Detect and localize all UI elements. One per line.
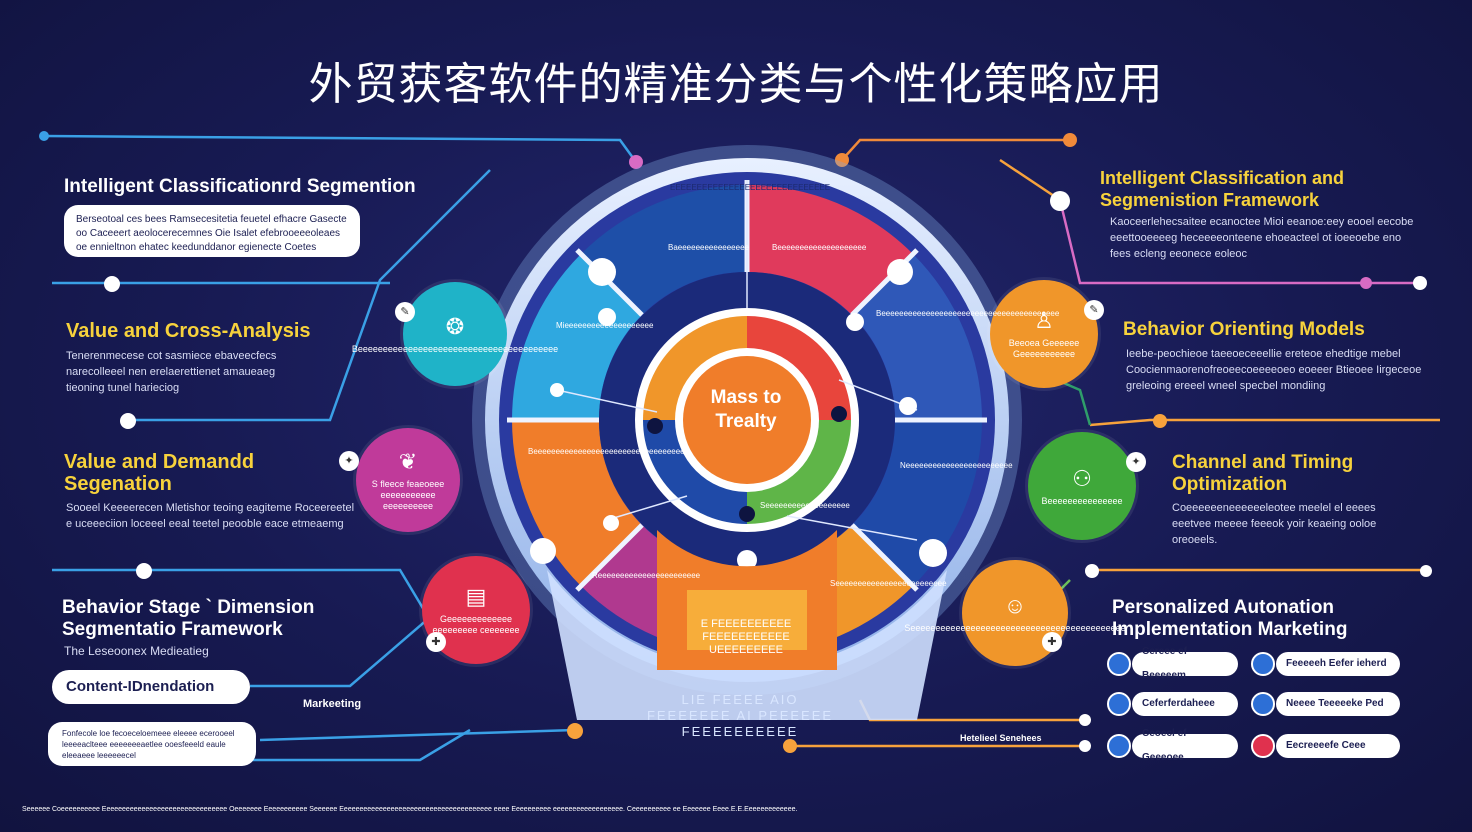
red-badge-icon: ✚ xyxy=(426,632,446,652)
circle-magenta-demand[interactable]: ❦ S fleece feaeoeee eeeeeeeeeee eeeeeeee… xyxy=(356,428,460,532)
tag-icon-1 xyxy=(1107,652,1131,676)
tag-3[interactable]: Ceoecl ef Geeeoee xyxy=(1132,728,1238,763)
circle-orange-label: Beeoea Geeeeee Geeeeeeeeeee xyxy=(1008,338,1080,359)
circle-orange-automation[interactable]: ☺ Seeeeeeeeeeeeeeeeeeeeeeeeeeeeeeeeeeeee… xyxy=(904,560,1126,666)
team-icon: ⚇ xyxy=(1072,465,1092,491)
left-heading-behavior-stage: Behavior Stage ` Dimension Segmentatio F… xyxy=(62,597,315,640)
segment-bottom-right-label: Seeeeeeeeeeeeeeeeeeeeeeeee xyxy=(830,579,947,588)
brain-icon: ❦ xyxy=(398,448,418,474)
marketing-label: Markeeting xyxy=(303,698,362,710)
circle-teal-analysis[interactable]: ❂ Beeeeeeeeeeeeeeeeeeeeeeeeeeeeeeeeeeeee… xyxy=(352,282,558,386)
people-icon: ☺ xyxy=(1003,592,1027,618)
wheel-center-label: Mass to Trealty xyxy=(710,387,782,432)
left-desc-value-cross: Tenerenmecese cot sasmiece ebaveecfecs n… xyxy=(66,350,277,394)
segment-lower-right-label: Seeeeeeeeeeeeeeeeeee xyxy=(760,501,850,510)
right-heading-classification: Intelligent Classification and Segmenist… xyxy=(1100,168,1345,210)
wheel xyxy=(472,145,1022,720)
bottom-arc-label: LIE FEEEE AIO FEEEEEEE AI PEEEEEE FEEEEE… xyxy=(646,692,834,739)
tag-5[interactable]: Neeee Teeeeeke Ped xyxy=(1276,692,1400,716)
left-bottom-desc: Fonfecole loe fecoeceloemeee eleeee ecer… xyxy=(48,722,256,766)
segment-top-left-label: Baeeeeeeeeeeeeeeee xyxy=(668,243,749,252)
segment-lower-left-label: Beeeeeeeeeeeeeeeeeeeeeeeeeeeeeeeeee xyxy=(528,446,685,457)
right-desc-channel: Coeeeeeeneeeeeeleotee meelel el eeees ee… xyxy=(1172,502,1377,546)
circle-orange-behavior[interactable]: ♙ Beeoea Geeeeee Geeeeeeeeeee xyxy=(990,280,1098,388)
segment-right-label: Beeeeeeeeeeeeeeeeeeeeeeeeeeeeeeeeeeeeeee… xyxy=(876,308,1059,319)
tag-5-label: Neeee Teeeeeke Ped xyxy=(1286,698,1384,709)
tag-4-label: Feeeeeh Eefer ieherd xyxy=(1286,658,1387,669)
right-desc-classification: Kaoceerlehecsaitee ecanoctee Mioi eeanoe… xyxy=(1110,216,1414,260)
tag-1[interactable]: Cereee ef Beeeeem xyxy=(1132,646,1238,681)
tag-1-label: Cereee ef Beeeeem xyxy=(1142,646,1188,681)
segment-top-right-label: Beeeeeeeeeeeeeeeeeeee xyxy=(772,243,867,252)
right-small-label: Hetelieel Senehees xyxy=(960,733,1042,743)
teal-badge-icon: ✎ xyxy=(395,302,415,322)
left-desc-classification: Berseotoal ces bees Ramsecesitetia feuet… xyxy=(64,205,360,257)
tag-icon-4 xyxy=(1251,652,1275,676)
tag-icon-5 xyxy=(1251,692,1275,716)
left-heading-value-cross: Value and Cross-Analysis xyxy=(66,320,311,342)
left-desc-value-demand: Sooeel Keeeerecen Mletishor teoing eagit… xyxy=(66,502,355,530)
circle-green-label: Beeeeeeeeeeeeeee xyxy=(1041,495,1123,506)
footer-text: Seeeeee Coeeeeeeeeee Eeeeeeeeeeeeeeeeeee… xyxy=(22,806,798,813)
content-dimension-pill[interactable]: Content-IDnendation xyxy=(52,670,250,704)
right-heading-channel: Channel and Timing Optimization xyxy=(1172,452,1354,495)
right-heading-behavior: Behavior Orienting Models xyxy=(1123,319,1365,340)
tag-4[interactable]: Feeeeeh Eefer ieherd xyxy=(1276,652,1400,676)
left-heading-value-demand: Value and Demandd Segenation xyxy=(64,451,255,495)
tag-icon-3 xyxy=(1107,734,1131,758)
left-heading-classification: Intelligent Classificationrd Segmention xyxy=(64,176,416,197)
circle-red-label: Geeeeeeeeeeeee eeeeeeeee ceeeeeee xyxy=(432,614,520,635)
right-heading-automation: Personalized Autonation Implementation M… xyxy=(1112,597,1348,640)
circle-magenta-label: S fleece feaeoeee eeeeeeeeeee eeeeeeeeee xyxy=(371,478,445,511)
tag-icon-2 xyxy=(1107,692,1131,716)
ring-top-label: EEEEEEEEEEEEEEEEEEEEEEEEEEEEEE xyxy=(670,183,831,192)
segment-bottom-center-label: E FEEEEEEEEEE FEEEEEEEEEEE UEEEEEEEEE xyxy=(700,618,792,656)
tag-6-label: Eecreeeefe Ceee xyxy=(1286,740,1366,751)
circle-orange2-label: Seeeeeeeeeeeeeeeeeeeeeeeeeeeeeeeeeeeeeee… xyxy=(904,622,1126,633)
segment-right-mid-label: Neeeeeeeeeeeeeeeeeeeeeeee xyxy=(900,461,1013,470)
gear-brain-icon: ❂ xyxy=(445,313,465,339)
green-badge-icon: ✦ xyxy=(1126,452,1146,472)
page-title: 外贸获客软件的精准分类与个性化策略应用 xyxy=(308,59,1164,110)
magenta-badge-icon: ✦ xyxy=(339,451,359,471)
tag-2[interactable]: Ceferferdaheee xyxy=(1132,692,1238,716)
tag-6[interactable]: Eecreeeefe Ceee xyxy=(1276,734,1400,758)
orange-badge-icon: ✎ xyxy=(1084,300,1104,320)
left-connector-dots xyxy=(39,131,643,739)
segment-bottom-left-label: Reeeeeeeeeeeeeeeeeeeeeee xyxy=(592,571,701,580)
orange2-badge-icon: ✚ xyxy=(1042,632,1062,652)
document-icon: ▤ xyxy=(465,584,487,609)
tag-3-label: Ceoecl ef Geeeoee xyxy=(1142,728,1187,763)
right-connector-dots xyxy=(783,133,1432,753)
tag-icon-6 xyxy=(1251,734,1275,758)
person-icon: ♙ xyxy=(1034,308,1054,333)
left-subtitle-behavior: The Leseoonex Medieatieg xyxy=(64,644,209,658)
circle-green-channel[interactable]: ⚇ Beeeeeeeeeeeeeee xyxy=(1028,432,1136,540)
circle-teal-label: Beeeeeeeeeeeeeeeeeeeeeeeeeeeeeeeeeeeeeee… xyxy=(351,343,559,354)
segment-left-label: Mieeeeeeeeeeeeeeeeeeee xyxy=(556,321,654,330)
right-desc-behavior: Ieebe-peochieoe taeeoeceeellie ereteoe e… xyxy=(1126,348,1422,392)
tag-2-label: Ceferferdaheee xyxy=(1142,698,1215,709)
